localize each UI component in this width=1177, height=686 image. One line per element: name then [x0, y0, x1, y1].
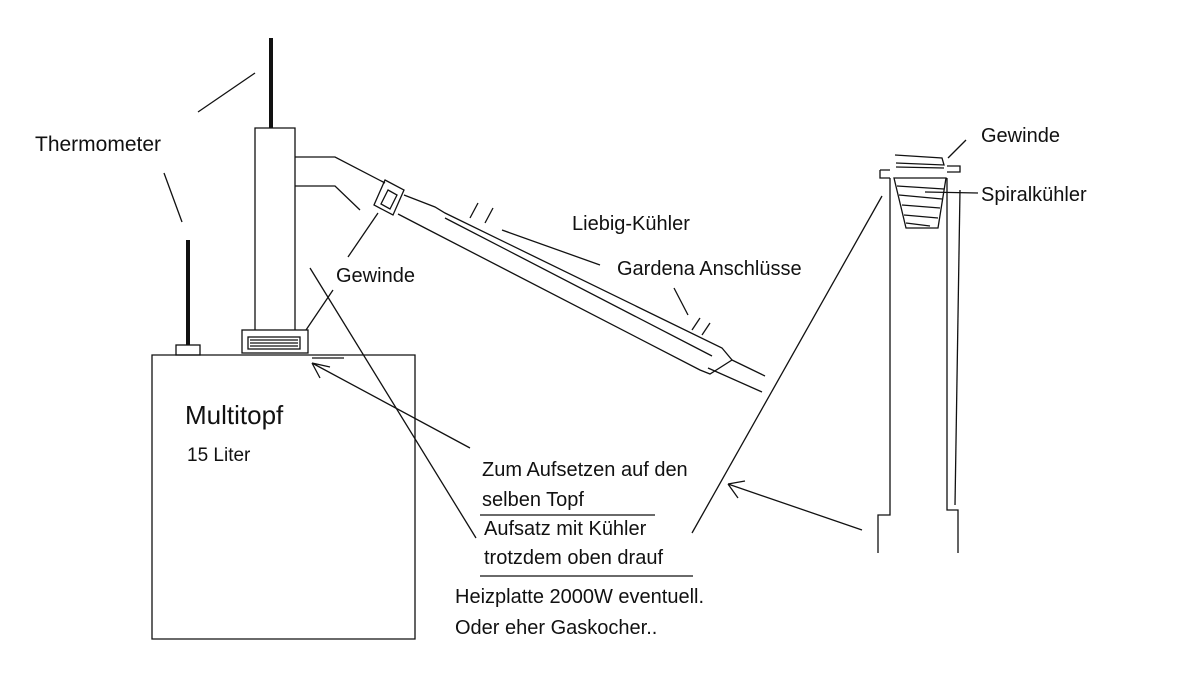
gardena-connector-4 [701, 322, 711, 336]
column [254, 127, 296, 330]
pot-name: Multitopf [185, 400, 284, 430]
note3-line1: Heizplatte 2000W eventuell. [455, 586, 705, 608]
pointer-thermometer-top [197, 72, 256, 113]
pointer-note-topf [309, 267, 477, 539]
elbow-coupling [373, 179, 405, 216]
pointer-gewinde-left-1 [347, 212, 379, 258]
pointer-liebig [501, 229, 601, 266]
pot-outline [151, 354, 416, 640]
gardena-connector-1 [469, 202, 479, 219]
pot-volume: 15 Liter [187, 445, 251, 466]
pointer-gardena [673, 287, 689, 316]
note2-line1: Aufsatz mit Kühler [484, 518, 647, 540]
label-spiral: Spiralkühler [981, 184, 1087, 206]
gardena-connector-2 [484, 207, 494, 224]
pointer-gewinde-right [947, 139, 967, 159]
pot-thread-outer [241, 329, 309, 354]
label-gewinde-left: Gewinde [336, 265, 415, 287]
pointer-spiral-label [924, 191, 979, 194]
arrow-to-pot [311, 362, 471, 449]
pointer-thermometer-pot [163, 172, 183, 223]
tower-right-wall [946, 178, 959, 553]
note3-line2: Oder eher Gaskocher.. [455, 617, 658, 639]
label-gewinde-right: Gewinde [981, 125, 1060, 147]
pot-thread-inner [247, 336, 301, 350]
note1-line1: Zum Aufsetzen auf den [482, 459, 688, 481]
arrow-from-tower [727, 480, 863, 531]
label-thermometer: Thermometer [35, 133, 162, 156]
tower-left-wall [877, 178, 891, 553]
spiral-cooler [879, 165, 961, 179]
elbow-pipe [295, 156, 386, 211]
gardena-connector-3 [691, 317, 701, 331]
note1-line2: selben Topf [482, 489, 584, 511]
pointer-gewinde-left-2 [305, 289, 334, 331]
pointer-spiral [691, 195, 883, 534]
label-liebig: Liebig-Kühler [572, 213, 690, 235]
note2-line2: trotzdem oben drauf [484, 547, 663, 569]
pot-port [175, 344, 201, 356]
label-gardena: Gardena Anschlüsse [617, 258, 802, 280]
